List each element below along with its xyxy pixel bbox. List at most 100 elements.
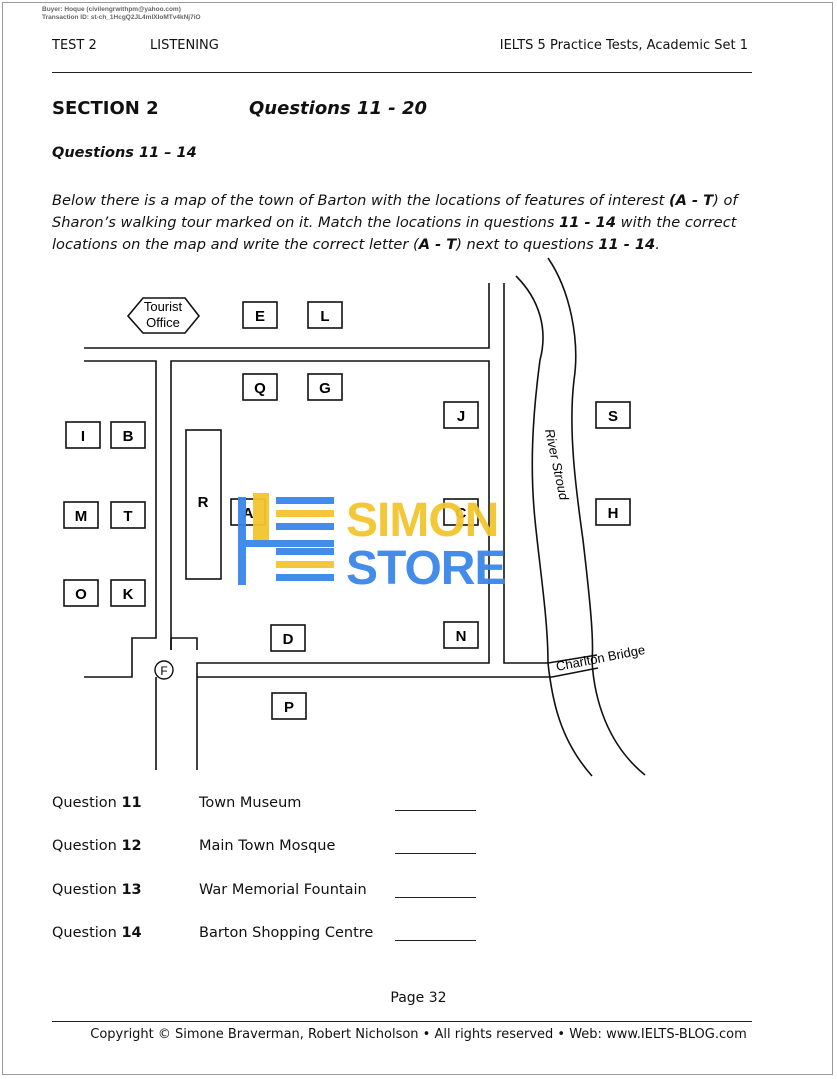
- map-box-d: [270, 624, 306, 652]
- map-box-m-label: M: [75, 508, 88, 525]
- river-bank-left: [515, 275, 593, 777]
- copyright: Copyright © Simone Braverman, Robert Nic…: [90, 1027, 747, 1042]
- map-boxes: E L Q G J S I B A C H M T O K D N P: [63, 301, 631, 720]
- road-left: [84, 360, 157, 678]
- instr-bold: A - T: [418, 236, 457, 253]
- instr-text: Below there is a map of the town of Bart…: [52, 192, 669, 209]
- instr-text: .: [655, 236, 660, 253]
- map-box-d-label: D: [283, 631, 294, 648]
- question-label: Question: [52, 925, 117, 941]
- map-box-s-label: S: [608, 408, 618, 425]
- transaction-line: Transaction ID: st-ch_1HcgQ2JL4mIXIoMTv4…: [42, 13, 201, 21]
- watermark-line1: SIMON: [346, 494, 498, 547]
- map-box-o-label: O: [75, 586, 87, 603]
- map-box-j: [443, 401, 479, 429]
- map-box-t-label: T: [123, 508, 132, 525]
- map-box-e: [242, 301, 278, 329]
- map-box-e-label: E: [255, 308, 265, 325]
- map-box-t: [110, 501, 146, 529]
- question-label: Question: [52, 882, 117, 898]
- map-box-k-label: K: [123, 586, 134, 603]
- road-edge: [171, 637, 198, 650]
- map-box-a-label: A: [243, 505, 254, 522]
- header-rule: [52, 72, 752, 73]
- question-label: Question: [52, 795, 117, 811]
- map-box-n: [443, 621, 479, 649]
- block-outline: [170, 360, 490, 770]
- subheading: Questions 11 – 14: [52, 145, 197, 161]
- tourist-office-label: Tourist: [144, 299, 183, 314]
- watermark: SIMON STORE: [238, 493, 506, 595]
- instr-bold: (A - T: [668, 192, 714, 209]
- question-number: 12: [121, 838, 142, 854]
- question-14: Question 14: [52, 925, 142, 941]
- header-section: LISTENING: [150, 38, 219, 53]
- answer-blank-13[interactable]: [395, 897, 476, 898]
- map-box-q: [242, 373, 278, 401]
- road-top: [84, 283, 490, 349]
- instr-text: ) of Sharon’s walking tour marked on it.…: [52, 192, 738, 231]
- map-box-g: [307, 373, 343, 401]
- map-box-s: [595, 401, 631, 429]
- map-box-p: [271, 692, 307, 720]
- buyer-info: Buyer: Hoque (civilengrwithpm@yahoo.com)…: [42, 6, 201, 21]
- answer-blank-11[interactable]: [395, 810, 476, 811]
- bridge-label: Charlton Bridge: [555, 642, 647, 674]
- map-box-r: [185, 429, 222, 580]
- map-box-c: [443, 498, 479, 526]
- map-box-c-label: C: [456, 505, 467, 522]
- section-title: SECTION 2: [52, 98, 159, 119]
- question-number: 14: [121, 925, 142, 941]
- map-box-q-label: Q: [254, 380, 266, 397]
- map-circle-f-label: F: [160, 664, 167, 678]
- page-number: Page 32: [390, 990, 447, 1006]
- header-test: TEST 2: [52, 38, 97, 53]
- map-box-m: [63, 501, 99, 529]
- instr-bold: 11 - 14: [559, 214, 616, 231]
- section-questions: Questions 11 - 20: [249, 98, 428, 119]
- map-box-l: [307, 301, 343, 329]
- bridge: [547, 654, 599, 678]
- buyer-line: Buyer: Hoque (civilengrwithpm@yahoo.com): [42, 6, 181, 13]
- instructions: Below there is a map of the town of Bart…: [52, 190, 752, 256]
- map-box-g-label: G: [319, 380, 331, 397]
- question-11-text: Town Museum: [199, 795, 302, 811]
- answer-blank-12[interactable]: [395, 853, 476, 854]
- instr-text: with the correct locations on the map an…: [52, 214, 737, 253]
- map-box-n-label: N: [456, 628, 467, 645]
- question-number: 11: [121, 795, 142, 811]
- tourist-office-label: Office: [146, 315, 180, 330]
- road-right: [503, 283, 548, 664]
- river-bank-right: [547, 257, 646, 776]
- map-box-i: [65, 421, 101, 449]
- question-number: 13: [121, 882, 142, 898]
- question-14-text: Barton Shopping Centre: [199, 925, 374, 941]
- town-map: Tourist Office River Stroud Charlton Bri…: [63, 257, 647, 777]
- answer-blank-14[interactable]: [395, 940, 476, 941]
- watermark-line2: STORE: [346, 542, 505, 595]
- river-label: River Stroud: [542, 428, 572, 503]
- footer-rule: [52, 1021, 752, 1022]
- map-box-i-label: I: [81, 428, 85, 445]
- instr-bold: 11 - 14: [598, 236, 656, 253]
- question-13: Question 13: [52, 882, 142, 898]
- header-book: IELTS 5 Practice Tests, Academic Set 1: [499, 38, 748, 53]
- map-box-h-label: H: [608, 505, 619, 522]
- question-11: Question 11: [52, 795, 142, 811]
- map-circle-f: [154, 660, 174, 680]
- question-label: Question: [52, 838, 117, 854]
- map-box-o: [63, 579, 99, 607]
- map-box-b: [110, 421, 146, 449]
- watermark-bars: [238, 493, 334, 585]
- map-box-h: [595, 498, 631, 526]
- map-box-b-label: B: [123, 428, 134, 445]
- map-box-j-label: J: [457, 408, 465, 425]
- map-box-p-label: P: [284, 699, 294, 716]
- question-12: Question 12: [52, 838, 142, 854]
- road-lines: [84, 257, 646, 777]
- map-box-l-label: L: [320, 308, 329, 325]
- map-box-r-label: R: [198, 494, 209, 511]
- question-12-text: Main Town Mosque: [199, 838, 336, 854]
- tourist-office-shape: [126, 297, 201, 334]
